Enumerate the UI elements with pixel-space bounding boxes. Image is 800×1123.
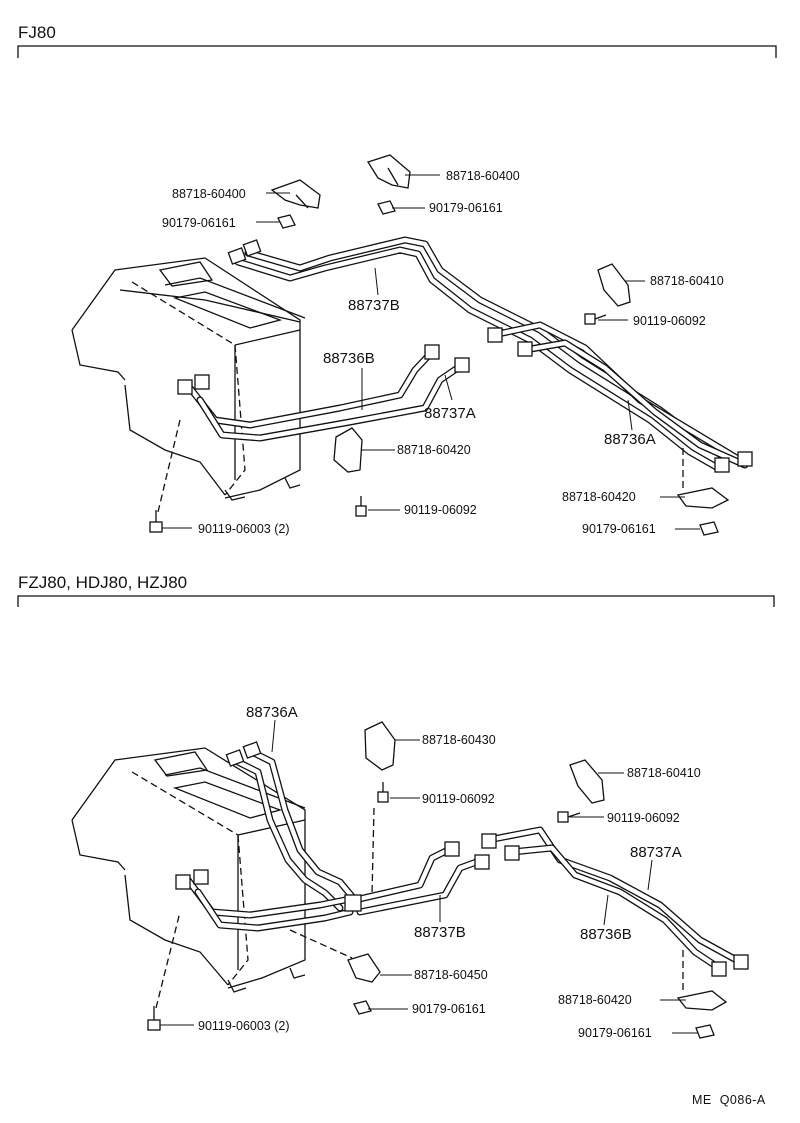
clamp-88718-60410 bbox=[597, 263, 631, 307]
pipe-fittings bbox=[177, 239, 753, 473]
section-fj80: FJ80 bbox=[17, 23, 777, 536]
clamp-88718-60400-center bbox=[367, 154, 411, 189]
leader-lines bbox=[162, 174, 700, 530]
label-clamp-88718-60450: 88718-60450 bbox=[414, 968, 488, 982]
label-nut-90179-06161-left: 90179-06161 bbox=[162, 216, 236, 230]
section-fzj80-hdj80-hzj80: FZJ80, HDJ80, HZJ80 bbox=[17, 573, 775, 1040]
nut-90179-06161-right bbox=[699, 521, 719, 536]
guide-line bbox=[155, 911, 181, 1009]
label-pipe-88736b: 88736B bbox=[323, 350, 375, 367]
guide-line bbox=[371, 807, 375, 896]
nut-90179-06161-left bbox=[277, 214, 296, 229]
bolt-90119-06092-right bbox=[557, 811, 581, 823]
label-nut-90179-06161-right: 90179-06161 bbox=[582, 522, 656, 536]
pipe-88736b-88737a bbox=[186, 348, 466, 442]
pipe-fittings bbox=[175, 741, 749, 977]
label-clamp-88718-60410: 88718-60410 bbox=[650, 274, 724, 288]
clamp-88718-60430 bbox=[364, 721, 396, 771]
label-clamp-88718-60420-center: 88718-60420 bbox=[397, 443, 471, 457]
label-clamp-88718-60420-right: 88718-60420 bbox=[558, 993, 632, 1007]
label-pipe-88737a: 88737A bbox=[424, 405, 476, 422]
guide-line bbox=[157, 419, 181, 513]
label-clamp-88718-60400-center: 88718-60400 bbox=[446, 169, 520, 183]
nut-90179-06161-center bbox=[377, 200, 396, 215]
bolt-90119-06003-left bbox=[147, 1006, 161, 1031]
label-nut-90179-06161-center: 90179-06161 bbox=[412, 1002, 486, 1016]
guide-line bbox=[289, 929, 353, 959]
label-clamp-88718-60410: 88718-60410 bbox=[627, 766, 701, 780]
cooler-unit-body bbox=[71, 257, 306, 501]
label-pipe-88737b: 88737B bbox=[414, 924, 466, 941]
label-nut-90179-06161-right: 90179-06161 bbox=[578, 1026, 652, 1040]
label-bolt-90119-06092-center: 90119-06092 bbox=[404, 503, 477, 517]
section-title: FJ80 bbox=[18, 23, 56, 42]
label-bolt-90119-06092-right: 90119-06092 bbox=[607, 811, 680, 825]
pipe-88736a bbox=[494, 321, 749, 469]
clamp-88718-60420-right bbox=[676, 487, 730, 509]
clamp-88718-60400-left bbox=[270, 179, 321, 209]
pipe-88736a bbox=[234, 748, 359, 912]
label-pipe-88736b: 88736B bbox=[580, 926, 632, 943]
label-bolt-90119-06092-top: 90119-06092 bbox=[422, 792, 495, 806]
section-bracket bbox=[17, 45, 777, 58]
footer-diagram-code: ME Q086-A bbox=[692, 1093, 766, 1107]
leader-lines bbox=[160, 719, 698, 1034]
label-bolt-90119-06003-left: 90119-06003 (2) bbox=[198, 1019, 290, 1033]
label-bolt-90119-06003-left: 90119-06003 (2) bbox=[198, 522, 290, 536]
label-clamp-88718-60400-left: 88718-60400 bbox=[172, 187, 246, 201]
label-nut-90179-06161-center: 90179-06161 bbox=[429, 201, 503, 215]
label-bolt-90119-06092-right: 90119-06092 bbox=[633, 314, 706, 328]
label-clamp-88718-60430: 88718-60430 bbox=[422, 733, 496, 747]
clamp-88718-60420-right bbox=[676, 990, 728, 1011]
section-title: FZJ80, HDJ80, HZJ80 bbox=[18, 573, 187, 592]
pipe-88737b bbox=[351, 844, 486, 916]
pipe-88737a-88736b bbox=[484, 826, 744, 974]
clamp-88718-60450 bbox=[347, 953, 381, 983]
bolt-90119-06092-right bbox=[584, 313, 607, 325]
label-pipe-88737a: 88737A bbox=[630, 844, 682, 861]
label-clamp-88718-60420-right: 88718-60420 bbox=[562, 490, 636, 504]
bolt-90119-06092-top bbox=[377, 782, 389, 803]
clamp-88718-60420-center bbox=[333, 427, 363, 473]
label-pipe-88736a: 88736A bbox=[246, 704, 298, 721]
label-pipe-88737b: 88737B bbox=[348, 297, 400, 314]
nut-90179-06161-center bbox=[353, 1000, 372, 1015]
section-bracket bbox=[17, 595, 775, 607]
bolt-90119-06003-left bbox=[149, 510, 163, 533]
bolt-90119-06092-center bbox=[355, 496, 367, 517]
clamp-88718-60410 bbox=[569, 759, 605, 804]
pipe-front-lower bbox=[184, 876, 354, 932]
label-pipe-88736a: 88736A bbox=[604, 431, 656, 448]
nut-90179-06161-right bbox=[695, 1024, 715, 1039]
cooler-unit-body bbox=[71, 747, 306, 993]
